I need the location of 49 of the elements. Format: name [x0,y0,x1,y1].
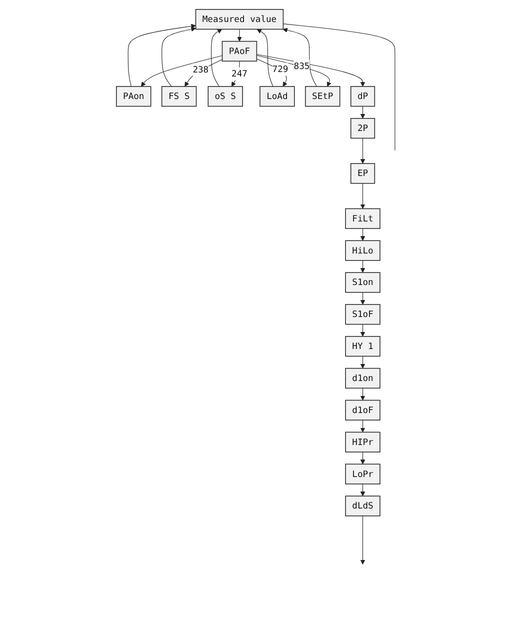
arrow [360,228,365,241]
node-box: HiLo [344,240,380,261]
node-box: S1oF [344,304,380,325]
arrow [360,420,365,432]
arrow [360,292,365,305]
node-box: dP [350,86,375,107]
node-box: FS S [161,86,196,107]
node-box: SEtP [304,86,340,107]
node-box: dLdS [344,496,380,516]
arrow [256,58,288,87]
node-box: PAon [116,86,151,107]
arrow [256,55,332,87]
node-box: Measured value [195,9,284,30]
node-box: d1oF [344,400,380,421]
arrow [256,54,365,87]
arrow [360,183,365,209]
node-box: S1on [344,272,380,293]
arrow [210,29,222,87]
arrow [184,59,222,87]
node-box: HIPr [344,432,380,452]
connector [282,24,395,151]
arrow [360,260,365,273]
arrow [236,28,242,42]
arrow [128,24,196,87]
node-box: LoAd [259,86,294,107]
arrow [282,28,317,87]
arrow [360,106,365,119]
arrow [360,452,365,464]
arrow [360,516,365,565]
edge-label: 835 [293,60,310,72]
arrow [360,356,365,369]
arrow [161,26,196,87]
node-box: LoPr [344,464,380,484]
node-box: FiLt [344,208,380,229]
node-box: EP [350,163,375,184]
arrow [256,29,273,87]
node-box: HY 1 [344,336,380,357]
edge-label: 238 [192,64,208,75]
edge-label: 729 [272,64,288,74]
arrow [360,484,365,496]
arrow [360,388,365,400]
edge-label: 247 [231,68,248,79]
node-box: 2P [350,118,375,139]
node-box: PAoF [222,40,257,62]
node-box: d1on [344,368,380,389]
arrow [360,138,365,164]
arrow [140,55,222,87]
arrow [360,324,365,337]
node-box: oS S [207,86,243,107]
